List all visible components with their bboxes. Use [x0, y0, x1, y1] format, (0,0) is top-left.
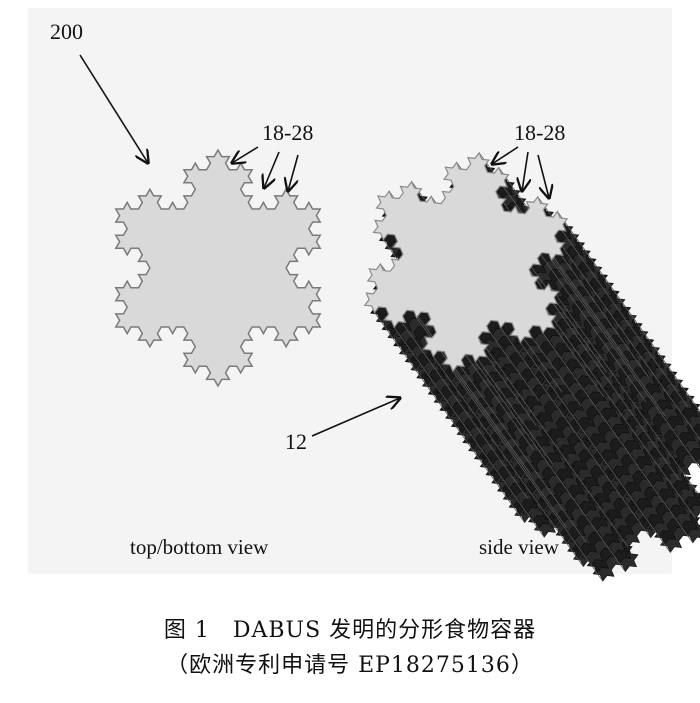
- label-12: 12: [285, 429, 307, 454]
- prism-ridge-line: [528, 269, 680, 480]
- leader-arrow-recess-right-3: [537, 154, 549, 198]
- side-view-snowflake-face: [363, 151, 569, 373]
- label-200: 200: [50, 19, 83, 44]
- top-view-snowflake: [114, 148, 322, 388]
- leader-arrow-recess-right-2: [522, 151, 528, 191]
- top-bottom-view-label: top/bottom view: [130, 535, 269, 559]
- prism-ridge-line: [519, 342, 671, 553]
- leader-arrow-200: [79, 54, 148, 163]
- prism-ridge-line: [557, 211, 700, 412]
- label-18-28-left: 18-28: [262, 120, 313, 145]
- side-view-label: side view: [479, 535, 560, 559]
- leader-arrow-recess-right-1: [492, 146, 519, 164]
- label-18-28-right: 18-28: [514, 120, 565, 145]
- leader-arrow-recess-left-3: [288, 154, 299, 191]
- prism-ridge-line: [478, 152, 630, 364]
- leader-arrow-recess-left-2: [264, 151, 280, 188]
- leader-arrow-recess-left-1: [232, 146, 259, 163]
- prism-ridge-line: [432, 356, 584, 567]
- leader-arrow-12: [311, 398, 400, 437]
- prism-ridge-line: [452, 370, 604, 582]
- prism-ridge-line: [500, 327, 652, 538]
- prism-ridge-line: [474, 361, 626, 572]
- figure-caption-title: 图 1 DABUS 发明的分形食物容器: [163, 618, 537, 643]
- prism-ridge-line: [393, 326, 545, 538]
- prism-ridge-line: [545, 308, 697, 519]
- prism-ridge-line: [554, 235, 700, 441]
- prism-ridge-line: [435, 332, 587, 543]
- figure-caption-application-number: （欧洲专利申请号 EP18275136）: [166, 653, 534, 678]
- prism-ridge-line: [374, 312, 525, 523]
- prism-ridge-line: [416, 317, 567, 528]
- prism-ridge-line: [551, 259, 700, 469]
- prism-ridge-line: [548, 284, 699, 495]
- prism-ridge-line: [537, 196, 689, 408]
- prism-ridge-line: [498, 167, 650, 378]
- prism-ridge-line: [477, 337, 629, 548]
- prism-ridge-line: [377, 288, 528, 499]
- prism-ridge-line: [542, 332, 694, 544]
